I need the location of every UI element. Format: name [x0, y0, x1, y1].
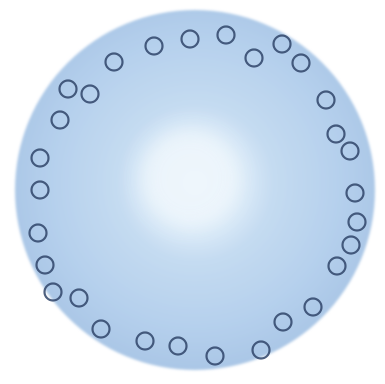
center-glow — [142, 130, 238, 226]
